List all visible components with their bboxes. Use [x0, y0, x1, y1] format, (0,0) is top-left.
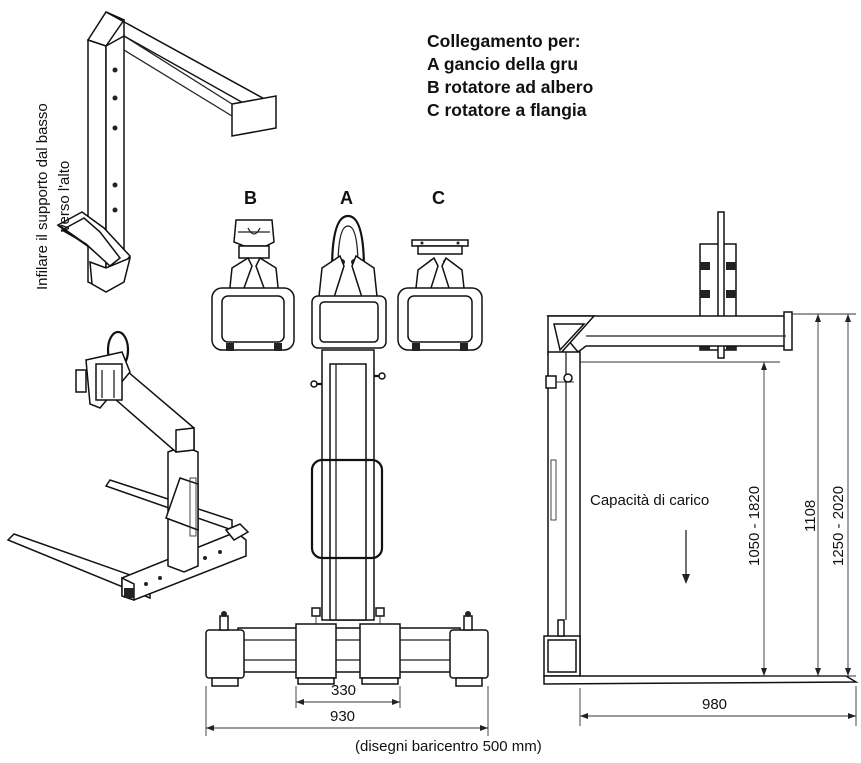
side-view-drawing: [543, 211, 859, 685]
dimension-330: 330: [331, 682, 357, 699]
legend-item-c: C rotatore a flangia: [427, 100, 587, 120]
support-bracket-drawing: [56, 11, 277, 293]
dimension-1050-1820: 1050 - 1820: [746, 485, 763, 566]
instruction-line-2: verso l'alto: [56, 160, 73, 232]
attachment-b-drawing: [211, 219, 295, 351]
front-view-dimensions: [205, 686, 489, 736]
isometric-fork-frame-drawing: [6, 330, 250, 602]
instruction-line-1: Infilare il supporto dal basso: [34, 103, 51, 290]
front-view-drawing: [205, 214, 489, 687]
attachment-a-label: A: [340, 188, 353, 208]
dimension-1108: 1108: [802, 499, 819, 532]
connection-legend: Collegamento per: A gancio della gru B r…: [427, 30, 593, 122]
side-view-dimensions: [579, 313, 857, 726]
attachment-c-drawing: [397, 239, 483, 351]
load-capacity-label: Capacità di carico: [590, 492, 710, 509]
legend-item-a: A gancio della gru: [427, 54, 579, 74]
dimension-980: 980: [702, 696, 728, 713]
attachment-c-label: C: [432, 188, 445, 208]
drawing-caption: (disegni baricentro 500 mm): [355, 738, 542, 755]
dimension-930: 930: [330, 708, 356, 725]
attachment-b-label: B: [244, 188, 257, 208]
legend-title: Collegamento per:: [427, 31, 581, 51]
dimension-1250-2020: 1250 - 2020: [830, 485, 847, 566]
legend-item-b: B rotatore ad albero: [427, 77, 594, 97]
